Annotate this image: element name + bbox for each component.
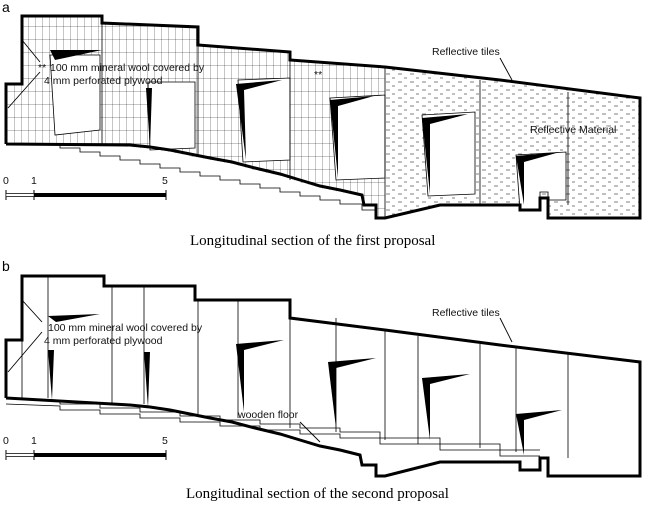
- leader-tiles-a: [499, 57, 513, 81]
- scale-b-0: 0: [3, 435, 9, 447]
- scale-a-1: 1: [31, 175, 37, 187]
- label-wool-b-line2: 4 mm perforated plywood: [44, 335, 163, 347]
- diffuser-a5: [422, 114, 468, 194]
- diffuser-a3: [236, 80, 282, 160]
- diffuser-a2: [146, 88, 152, 148]
- diffuser-b6: [422, 374, 470, 440]
- diffuser-b2: [48, 350, 54, 400]
- scale-a-5: 5: [162, 175, 168, 187]
- wooden-floor-line-1: [5, 397, 540, 451]
- opening-a3: [237, 77, 291, 163]
- panel-b-letter: b: [2, 258, 10, 274]
- leader-wool-b1: [21, 299, 43, 323]
- diffuser-b1: [48, 314, 100, 322]
- opening-a1: [49, 54, 101, 136]
- leader-wool-b2: [7, 331, 43, 373]
- opening-a2: [147, 81, 196, 151]
- scale-b-1: 1: [31, 435, 37, 447]
- scale-bar-a: 0 1 5: [3, 175, 168, 200]
- label-reflective-tiles-b: Reflective tiles: [432, 307, 500, 319]
- floor-steps-a: [6, 143, 376, 211]
- diffuser-b7: [516, 410, 562, 455]
- caption-a: Longitudinal section of the first propos…: [190, 233, 435, 249]
- label-reflective-material: Reflective Material: [530, 124, 616, 136]
- dividers-a: [101, 16, 569, 218]
- panel-a: a ** 100 mm mineral wool covered by 4 mm: [2, 0, 642, 249]
- leader-wool-a2: [7, 71, 41, 109]
- caption-b: Longitudinal section of the second propo…: [186, 486, 449, 502]
- leader-wool-a1: [21, 39, 41, 63]
- label-reflective-tiles-a: Reflective tiles: [432, 46, 500, 58]
- diffuser-a1: [50, 50, 102, 60]
- label-wool-prefix-a: **: [38, 62, 46, 74]
- diffuser-a6: [516, 152, 560, 205]
- label-double-star: **: [314, 69, 322, 81]
- hall-outline-a: [4, 14, 642, 220]
- diffuser-b3: [144, 352, 150, 408]
- opening-a5: [421, 111, 476, 197]
- label-wool-a-line2: 4 mm perforated plywood: [44, 75, 163, 87]
- hall-outline-b: [4, 274, 642, 478]
- scale-bar-b: 0 1 5: [3, 435, 168, 460]
- scale-b-5: 5: [162, 435, 168, 447]
- dividers-b: [21, 276, 569, 458]
- diffuser-b5: [328, 358, 376, 428]
- leader-tiles-b: [499, 317, 513, 343]
- opening-a4: [329, 94, 386, 181]
- label-wool-a-line1: 100 mm mineral wool covered by: [50, 62, 205, 74]
- label-wooden-floor: wooden floor: [237, 409, 299, 421]
- label-wool-b-line1: 100 mm mineral wool covered by: [48, 322, 203, 334]
- diffuser-a4: [330, 96, 374, 178]
- leader-floor-b: [299, 421, 321, 443]
- diffuser-b4: [236, 340, 284, 412]
- panel-a-letter: a: [2, 0, 10, 15]
- scale-a-0: 0: [3, 175, 9, 187]
- panel-b: b 100 mm mineral wool covered by 4 mm pe…: [2, 258, 642, 502]
